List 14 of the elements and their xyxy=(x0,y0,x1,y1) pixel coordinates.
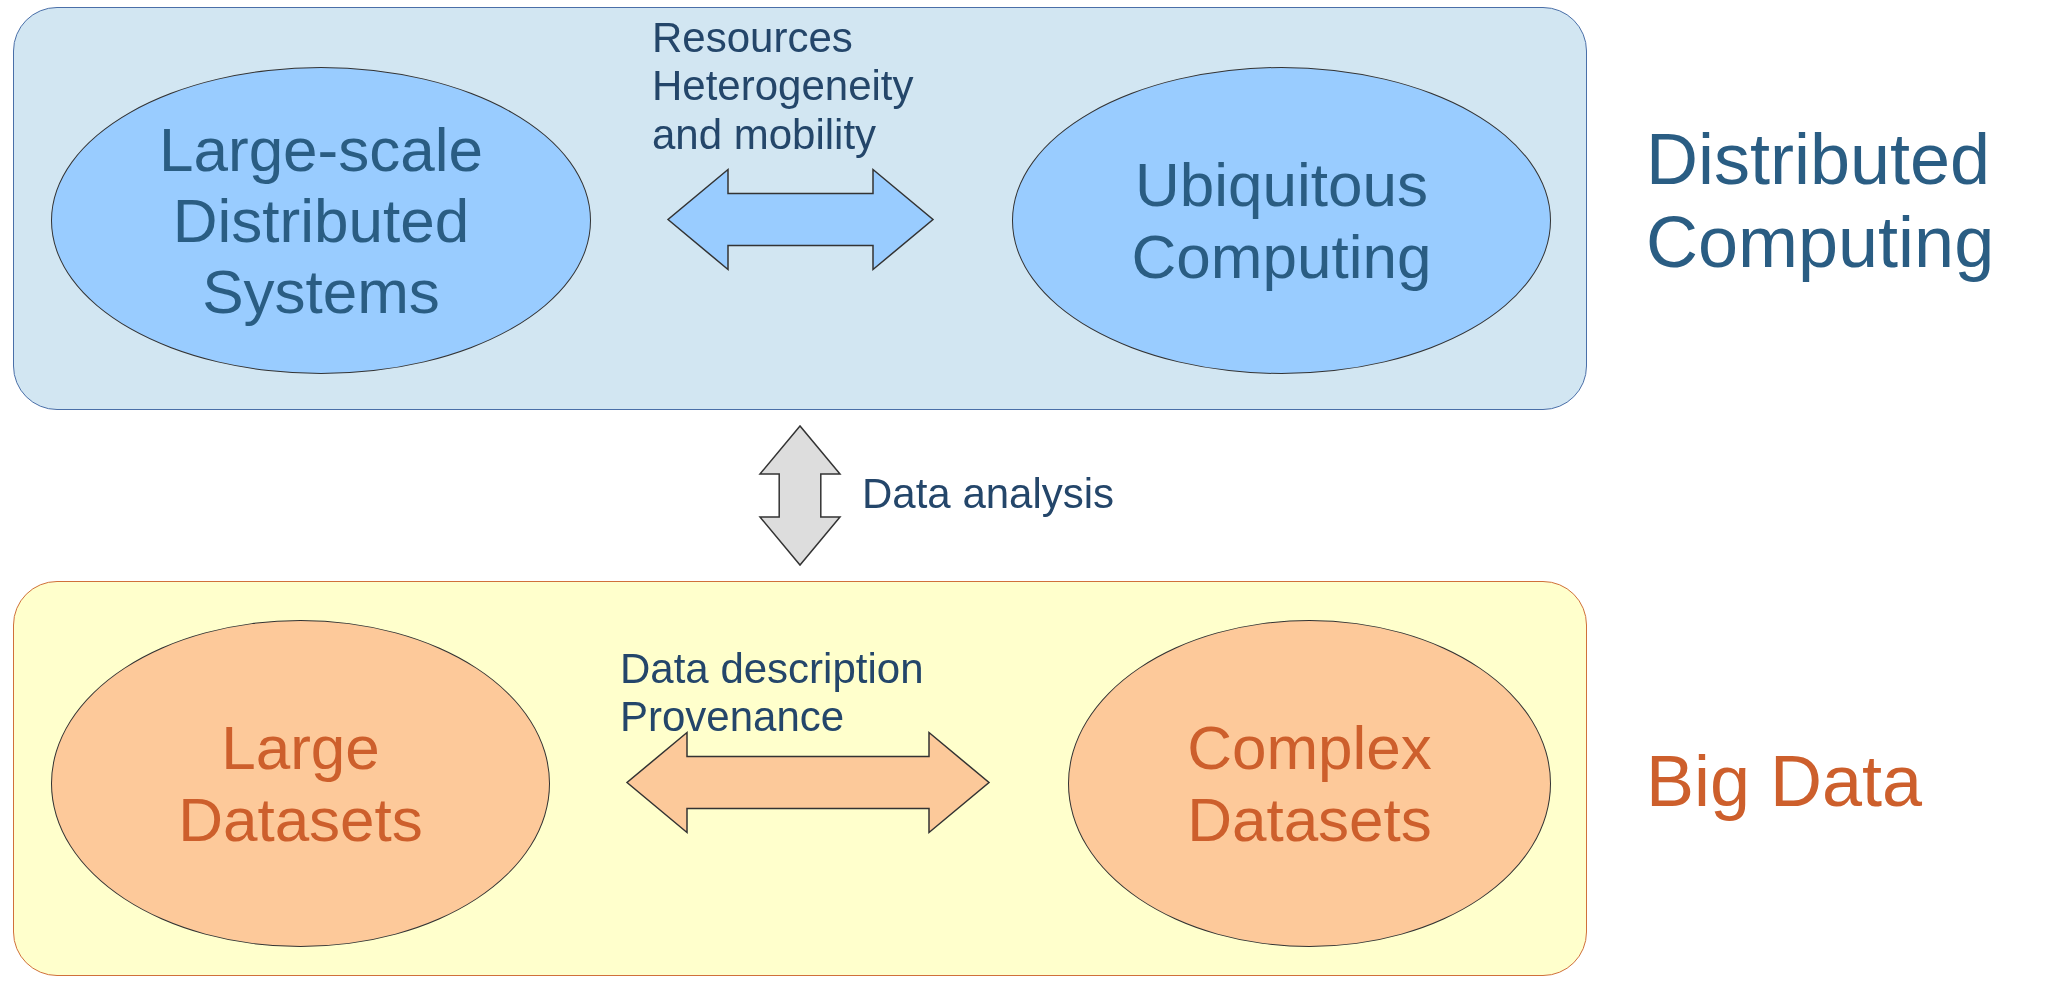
edge-label: Data description Provenance xyxy=(620,645,925,742)
edge-label: Data analysis xyxy=(862,470,1116,519)
node-text: Complex Datasets xyxy=(1186,712,1433,855)
double-arrow xyxy=(666,167,935,272)
group-heading: Distributed Computing xyxy=(1646,118,1996,284)
group-heading: Big Data xyxy=(1646,740,1924,823)
node-text: Ubiquitous Computing xyxy=(1130,149,1433,292)
edge-label: Resources Heterogeneity and mobility xyxy=(652,14,915,159)
double-arrow xyxy=(625,730,991,835)
double-arrow xyxy=(758,424,842,567)
node-text: Large-scale Distributed Systems xyxy=(158,113,484,328)
node-text: Large Datasets xyxy=(177,712,424,855)
group-panel xyxy=(13,7,1587,410)
group-panel xyxy=(13,581,1587,976)
